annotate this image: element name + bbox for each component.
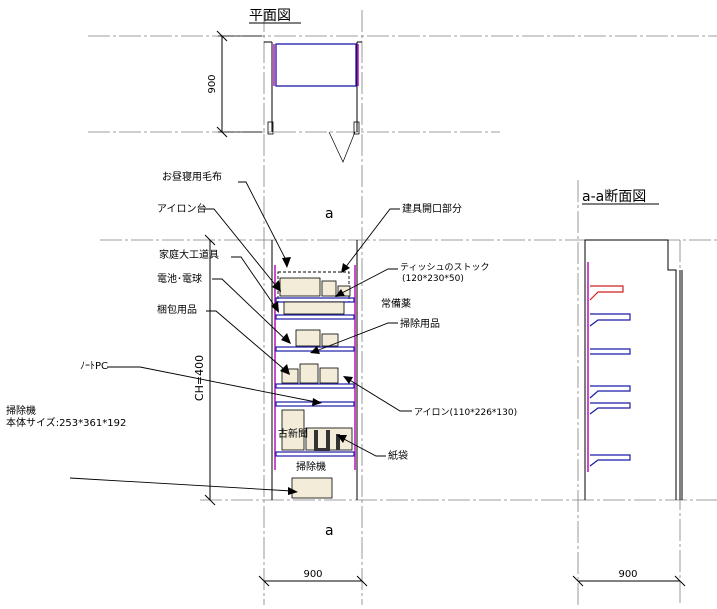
paper-bag-shapes bbox=[314, 430, 340, 451]
medicine-label: 常備薬 bbox=[381, 297, 411, 310]
label-tissue: ティッシュのストック bbox=[400, 262, 489, 273]
label-tissue-size: (120*230*50) bbox=[402, 274, 464, 284]
elevation-view: 古新聞 掃除機 常備薬 CH=400 900 bbox=[193, 234, 411, 587]
section-view: a-a断面図 900 bbox=[572, 189, 686, 587]
label-notebook: ﾉｰﾄPC bbox=[80, 361, 108, 372]
label-paper-bags: 紙袋 bbox=[388, 449, 408, 462]
section-width-dimension: 900 bbox=[618, 569, 637, 580]
label-ironing-board: アイロン台 bbox=[157, 202, 207, 215]
plan-depth-dimension: 900 bbox=[207, 74, 218, 93]
label-cleaning: 掃除用品 bbox=[400, 317, 440, 330]
section-mark-bottom: a bbox=[325, 523, 334, 539]
section-mark-top: a bbox=[325, 206, 334, 222]
callout-labels: お昼寝用毛布 アイロン台 家庭大工道具 電池･電球 梱包用品 ﾉｰﾄPC 掃除機… bbox=[6, 170, 517, 462]
old-newspaper-label: 古新聞 bbox=[278, 427, 308, 440]
label-futon: お昼寝用毛布 bbox=[162, 170, 222, 183]
section-title: a-a断面図 bbox=[582, 189, 646, 205]
label-tools: 家庭大工道具 bbox=[159, 248, 219, 261]
hanger-bar bbox=[589, 285, 624, 301]
plan-title: 平面図 bbox=[249, 8, 291, 24]
plan-shelf-outline bbox=[275, 43, 357, 87]
leader-lines bbox=[69, 181, 412, 495]
label-iron: アイロン(110*226*130) bbox=[414, 408, 517, 418]
label-door-opening: 建具開口部分 bbox=[402, 202, 462, 215]
label-batteries: 電池･電球 bbox=[157, 272, 202, 285]
vacuum-inner-label: 掃除機 bbox=[296, 460, 326, 473]
elevation-width-dimension: 900 bbox=[303, 569, 322, 580]
label-vacuum-title: 掃除機 bbox=[6, 404, 36, 417]
plan-view: 平面図 900 bbox=[207, 8, 362, 163]
section-shelves bbox=[589, 313, 631, 467]
label-packing: 梱包用品 bbox=[157, 303, 197, 316]
ceiling-height-dimension: CH=400 bbox=[193, 355, 206, 401]
label-vacuum-size: 本体サイズ:253*361*192 bbox=[6, 416, 126, 429]
